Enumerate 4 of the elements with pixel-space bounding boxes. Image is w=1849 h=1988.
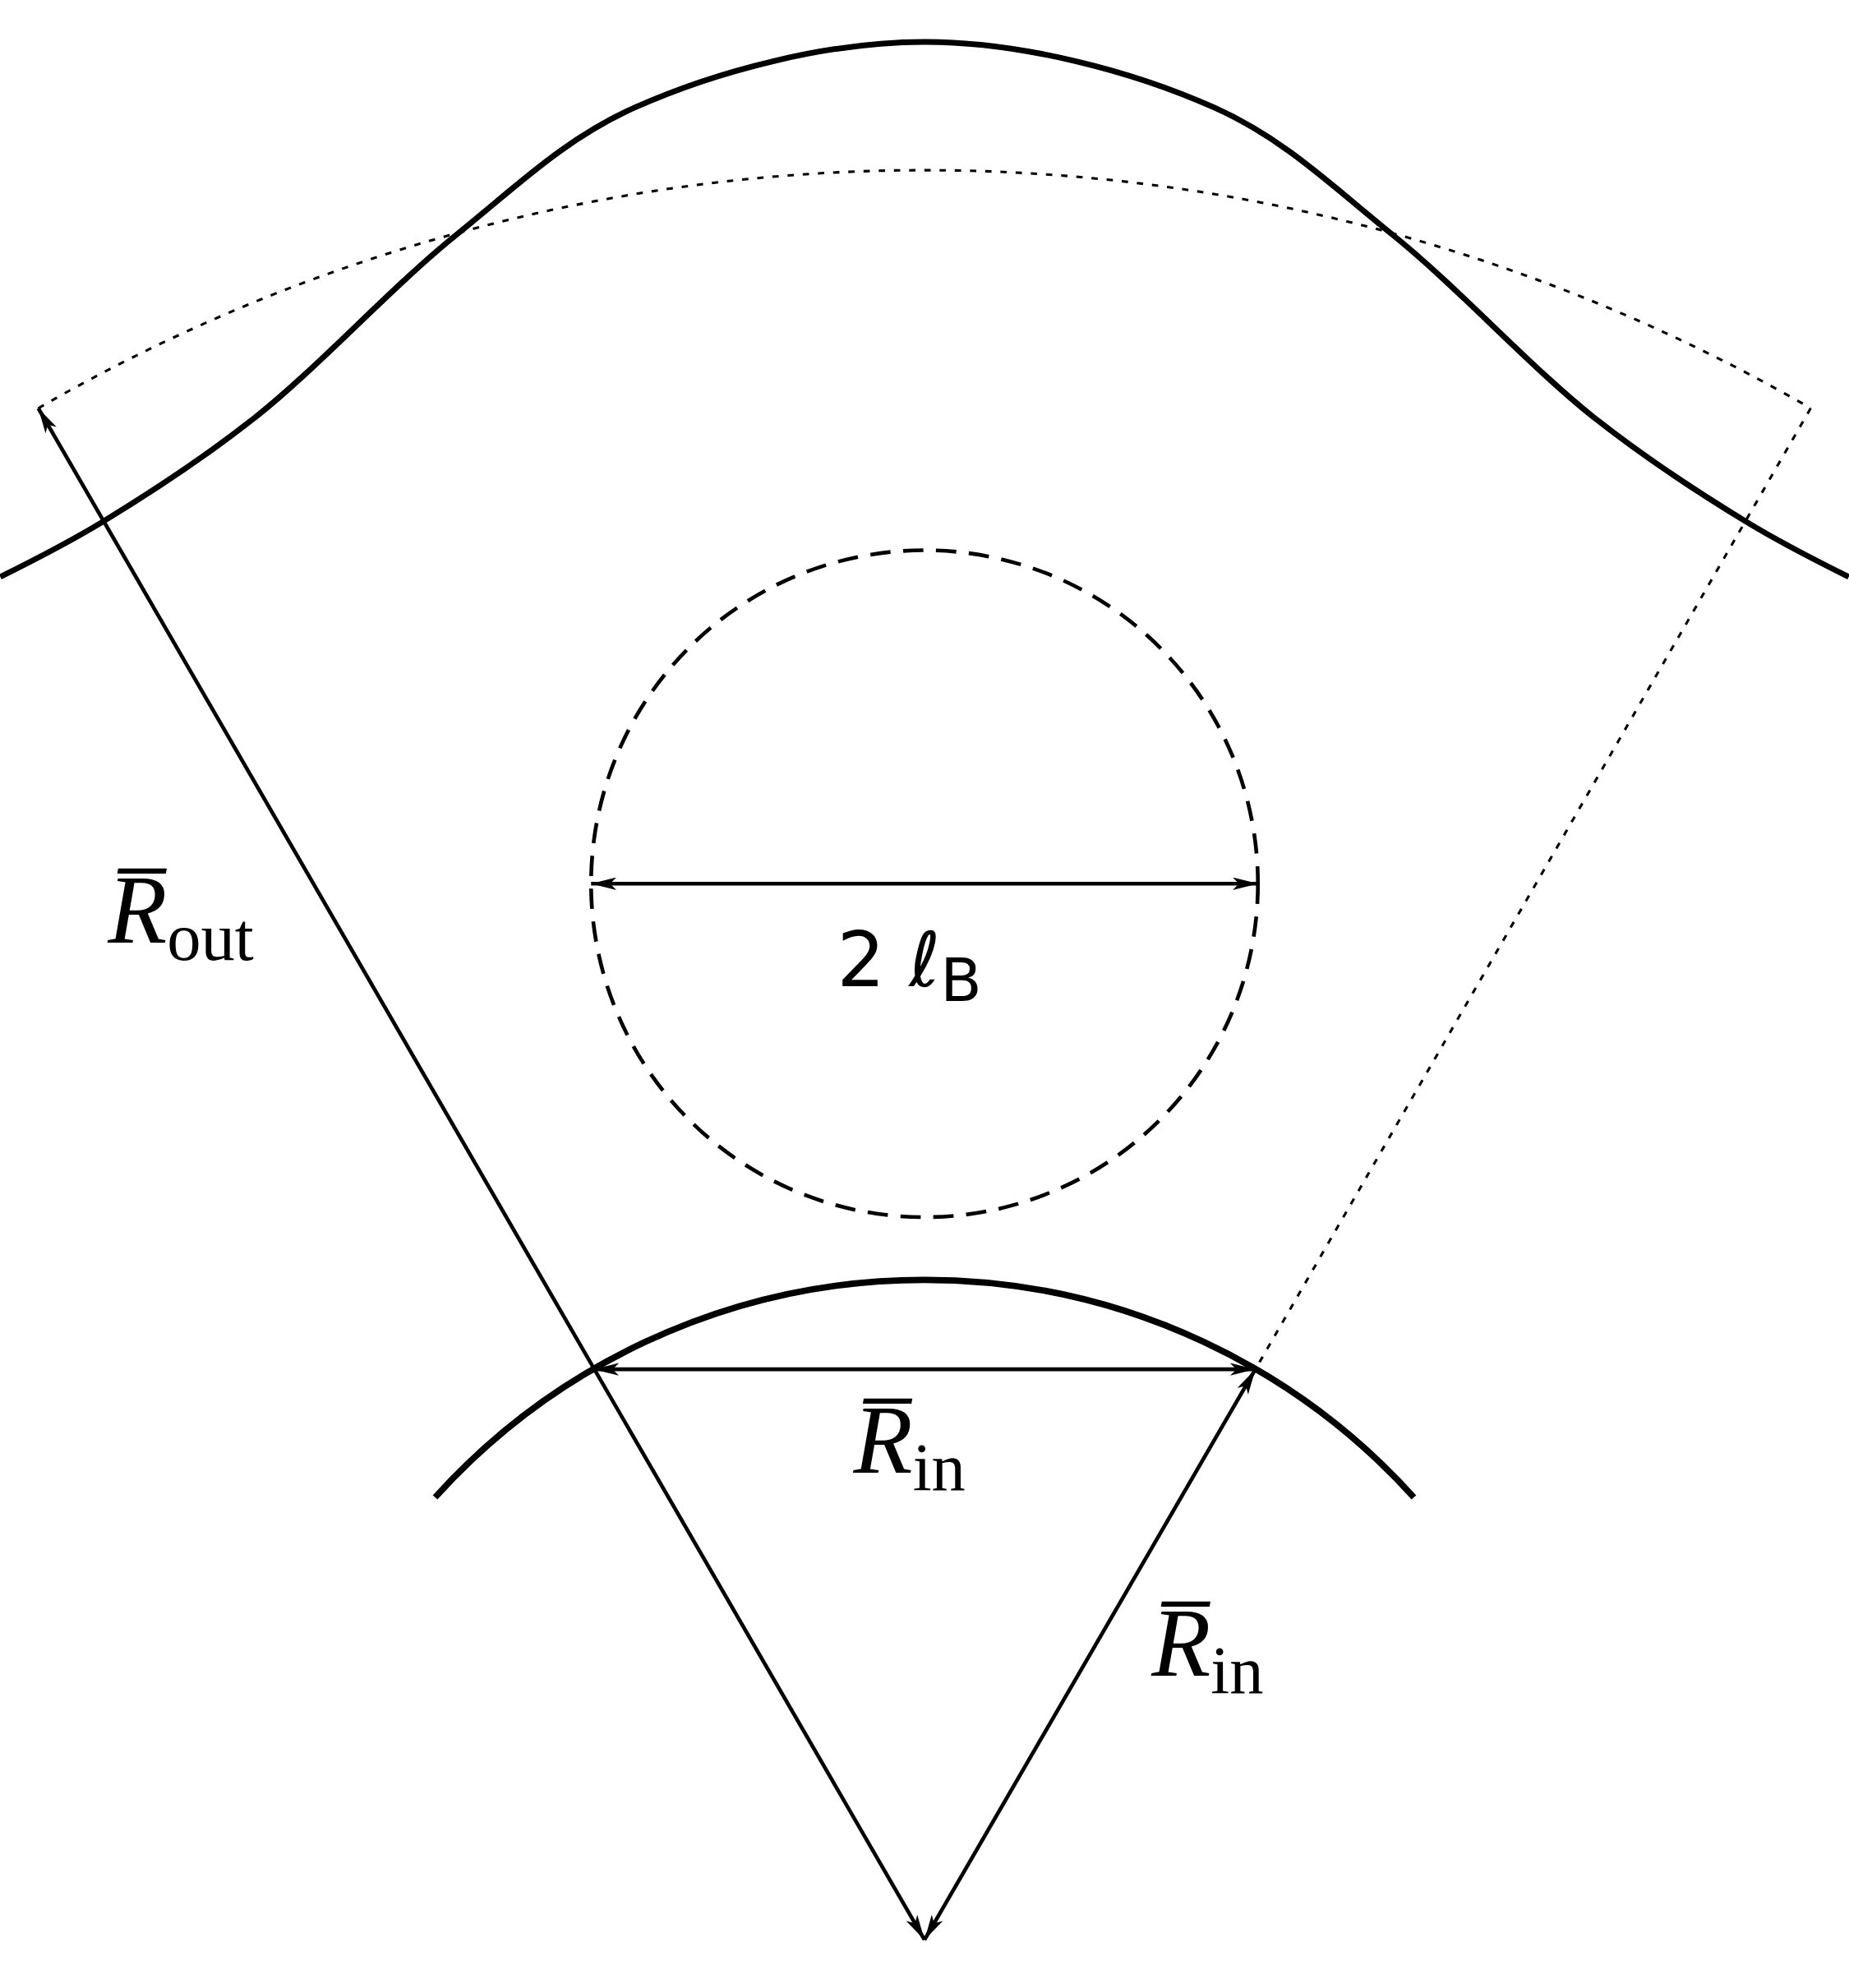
dimension-label: 2 ℓ$_{B}$ (837, 923, 982, 1012)
dimension-label: R̅$_{in}$ (1151, 1595, 1264, 1704)
dimension-label: R̅$_{out}$ (108, 862, 254, 971)
dimension-label: R̅$_{in}$ (853, 1392, 966, 1501)
